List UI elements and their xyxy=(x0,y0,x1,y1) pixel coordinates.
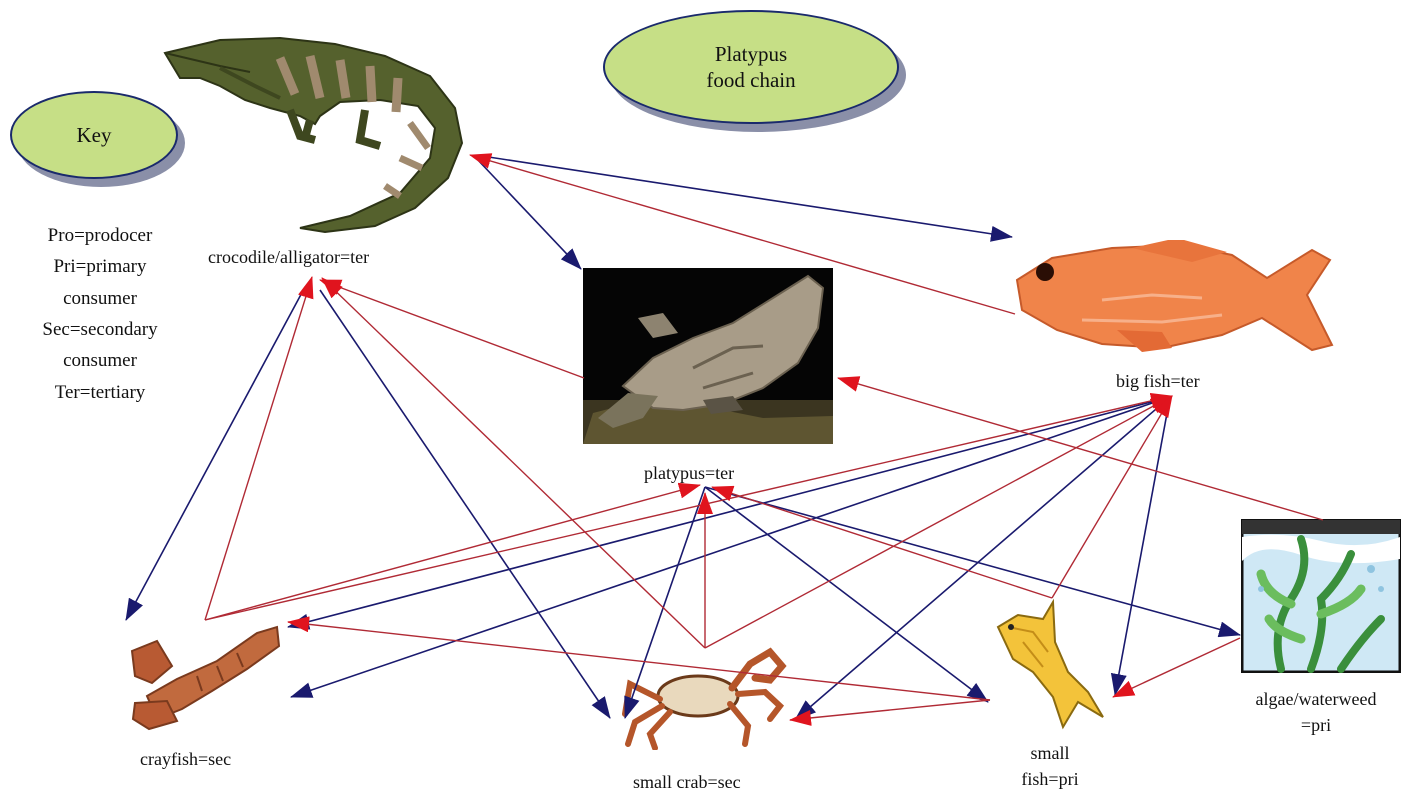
blue-arrow xyxy=(705,487,1240,635)
red-arrow xyxy=(205,277,312,620)
blue-arrow xyxy=(482,156,1012,237)
label-smallfish-line2: fish=pri xyxy=(1010,766,1090,792)
label-algae: algae/waterweed =pri xyxy=(1230,686,1402,738)
label-crayfish: crayfish=sec xyxy=(140,746,231,772)
red-arrow xyxy=(205,396,1172,620)
red-arrow xyxy=(790,700,990,720)
blue-arrow xyxy=(126,287,305,620)
label-smallfish-line1: small xyxy=(1010,740,1090,766)
label-platypus: platypus=ter xyxy=(644,460,734,486)
blue-arrow xyxy=(705,487,988,702)
label-algae-line1: algae/waterweed xyxy=(1230,686,1402,712)
red-arrow xyxy=(1052,396,1172,598)
blue-arrow xyxy=(476,158,581,269)
label-smallfish: small fish=pri xyxy=(1010,740,1090,792)
red-arrow xyxy=(320,280,584,378)
blue-arrow xyxy=(320,290,610,718)
red-arrow xyxy=(1113,638,1240,697)
label-crab: small crab=sec xyxy=(633,769,741,795)
label-crocodile: crocodile/alligator=ter xyxy=(208,244,369,270)
red-arrow xyxy=(705,396,1172,648)
blue-arrow xyxy=(625,487,705,718)
red-arrow xyxy=(470,155,1015,314)
red-arrow xyxy=(205,485,700,620)
label-bigfish: big fish=ter xyxy=(1116,368,1200,394)
blue-arrow xyxy=(1115,397,1170,695)
label-algae-line2: =pri xyxy=(1230,712,1402,738)
red-arrow xyxy=(288,622,990,700)
red-arrow xyxy=(838,378,1323,520)
